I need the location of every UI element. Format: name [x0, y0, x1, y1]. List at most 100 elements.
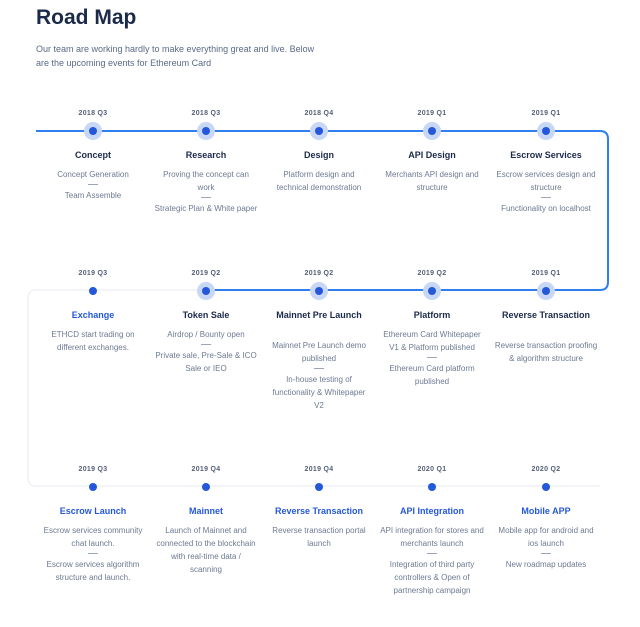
- description-separator: [314, 368, 324, 369]
- milestone-node: [537, 122, 555, 140]
- milestone-node: [537, 282, 555, 300]
- description-separator: [201, 344, 211, 345]
- milestone-description: Reverse transaction proofing & algorithm…: [494, 339, 598, 365]
- description-text: Mainnet Pre Launch demo published: [272, 341, 366, 363]
- milestone-title: Escrow Services: [510, 150, 582, 160]
- milestone-title: Mobile APP: [521, 506, 571, 516]
- milestone-dot: [89, 127, 97, 135]
- milestone-date: 2019 Q1: [417, 110, 447, 117]
- description-text: Strategic Plan & White paper: [154, 204, 258, 213]
- milestone-node: [310, 478, 328, 496]
- milestone-dot: [315, 287, 323, 295]
- description-text: Ethereum Card platform published: [389, 364, 475, 386]
- description-text: Proving the concept can work: [163, 170, 249, 192]
- milestone-title: Reverse Transaction: [274, 506, 364, 516]
- milestone-dot: [202, 483, 210, 491]
- milestone-date: 2019 Q2: [417, 270, 447, 277]
- description-separator: [201, 197, 211, 198]
- milestone-title: Research: [185, 150, 227, 160]
- milestone-node: [197, 478, 215, 496]
- description-text: Escrow services design and structure: [496, 170, 596, 192]
- milestone-node: [423, 478, 441, 496]
- description-text: Reverse transaction portal launch: [272, 526, 366, 548]
- description-separator: [541, 197, 551, 198]
- milestone-node: [197, 122, 215, 140]
- timeline-line-row2-faint: [27, 289, 600, 487]
- milestone-dot: [315, 483, 323, 491]
- milestone-description: Platform design and technical demonstrat…: [267, 168, 371, 194]
- description-text: Mobile app for android and ios launch: [498, 526, 594, 548]
- description-text: Integration of third party controllers &…: [389, 560, 475, 595]
- milestone-date: 2018 Q3: [191, 110, 221, 117]
- description-text: In-house testing of functionality & Whit…: [272, 375, 366, 410]
- milestone-dot: [89, 287, 97, 295]
- milestone-date: 2018 Q3: [78, 110, 108, 117]
- milestone-date: 2019 Q4: [191, 466, 221, 473]
- milestone-title: Token Sale: [182, 310, 230, 320]
- description-text: Ethereum Card Whitepaper V1 & Platform p…: [383, 330, 481, 352]
- milestone-description: Launch of Mainnet and connected to the b…: [154, 524, 258, 576]
- milestone-title: API Design: [408, 150, 456, 160]
- milestone-dot: [202, 127, 210, 135]
- milestone-date: 2019 Q1: [531, 270, 561, 277]
- milestone-title: Escrow Launch: [59, 506, 127, 516]
- page-title: Road Map: [36, 6, 137, 29]
- description-text: Reverse transaction proofing & algorithm…: [494, 341, 598, 363]
- timeline-line-row1: [36, 130, 609, 291]
- milestone-title: Platform: [413, 310, 451, 320]
- milestone-dot: [428, 483, 436, 491]
- description-separator: [541, 553, 551, 554]
- milestone-description: Escrow services community chat launch.Es…: [41, 524, 145, 584]
- milestone-dot: [542, 287, 550, 295]
- milestone-node: [84, 478, 102, 496]
- milestone-dot: [202, 287, 210, 295]
- milestone-title: Mainnet: [188, 506, 223, 516]
- milestone-title: API Integration: [399, 506, 464, 516]
- milestone-description: Ethereum Card Whitepaper V1 & Platform p…: [380, 328, 484, 388]
- milestone-dot: [315, 127, 323, 135]
- milestone-node: [537, 478, 555, 496]
- description-text: Platform design and technical demonstrat…: [276, 170, 362, 192]
- milestone-date: 2018 Q4: [304, 110, 334, 117]
- description-separator: [427, 553, 437, 554]
- description-separator: [427, 357, 437, 358]
- milestone-dot: [542, 127, 550, 135]
- milestone-description: Reverse transaction portal launch: [267, 524, 371, 550]
- description-text: Functionality on localhost: [501, 204, 591, 213]
- milestone-date: 2020 Q1: [417, 466, 447, 473]
- description-text: Private sale, Pre-Sale & ICO Sale or IEO: [155, 351, 257, 373]
- milestone-date: 2020 Q2: [531, 466, 561, 473]
- milestone-node: [84, 122, 102, 140]
- description-text: Merchants API design and structure: [385, 170, 479, 192]
- milestone-node: [310, 122, 328, 140]
- description-text: Escrow services algorithm structure and …: [46, 560, 140, 582]
- milestone-dot: [89, 483, 97, 491]
- milestone-node: [197, 282, 215, 300]
- milestone-date: 2019 Q3: [78, 466, 108, 473]
- description-text: Concept Generation: [57, 170, 129, 179]
- milestone-description: API integration for stores and merchants…: [380, 524, 484, 597]
- description-text: API integration for stores and merchants…: [380, 526, 484, 548]
- milestone-title: Mainnet Pre Launch: [276, 310, 362, 320]
- milestone-title: Design: [303, 150, 334, 160]
- milestone-description: ETHCD start trading on different exchang…: [41, 328, 145, 354]
- milestone-node: [423, 282, 441, 300]
- milestone-title: Reverse Transaction: [501, 310, 591, 320]
- milestone-title: Exchange: [71, 310, 115, 320]
- description-text: New roadmap updates: [505, 560, 587, 569]
- description-text: Launch of Mainnet and connected to the b…: [156, 526, 256, 574]
- description-text: ETHCD start trading on different exchang…: [51, 330, 135, 352]
- milestone-date: 2019 Q2: [304, 270, 334, 277]
- description-text: Team Assemble: [64, 191, 122, 200]
- milestone-title: Concept: [75, 150, 111, 160]
- description-separator: [88, 553, 98, 554]
- milestone-node: [84, 282, 102, 300]
- milestone-node: [423, 122, 441, 140]
